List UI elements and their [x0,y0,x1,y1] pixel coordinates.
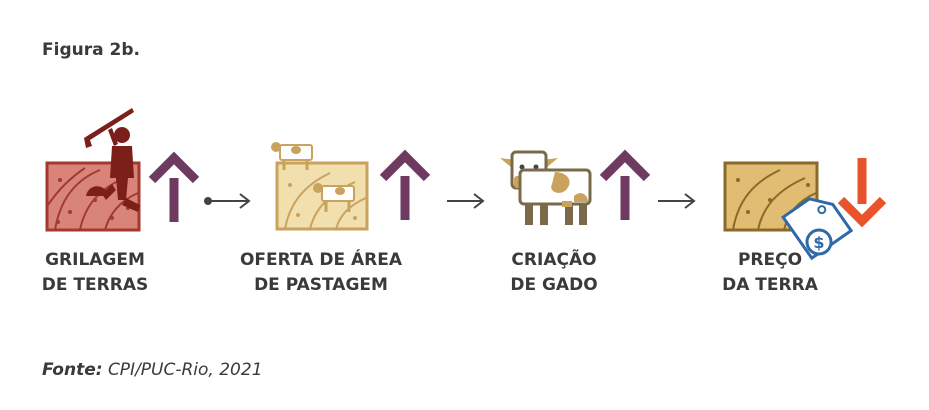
step-label-preco: PREÇO DA TERRA [722,250,818,295]
cow-icon [500,150,592,225]
increase-arrow-icon [148,151,200,222]
connector-arrow-icon [447,193,485,209]
connector-arrow-icon [204,193,251,209]
land-price-tag-icon: $ [723,161,854,261]
step-label-gado: CRIAÇÃO DE GADO [510,250,598,295]
connector-arrow-icon [658,193,696,209]
decrease-arrow-icon [837,158,887,228]
step-label-pastagem: OFERTA DE ÁREA DE PASTAGEM [239,250,402,295]
increase-arrow-icon [599,149,651,220]
figure-title: Figura 2b. [42,40,140,60]
source-label: Fonte: [42,360,103,380]
source-note: Fonte: CPI/PUC-Rio, 2021 [42,360,263,380]
land-grabber-icon [45,108,141,232]
increase-arrow-icon [379,149,431,220]
step-label-grilagem: GRILAGEM DE TERRAS [41,250,149,295]
pasture-cattle-icon [271,142,369,231]
source-text: CPI/PUC-Rio, 2021 [107,360,263,380]
svg-text:$: $ [813,233,824,252]
